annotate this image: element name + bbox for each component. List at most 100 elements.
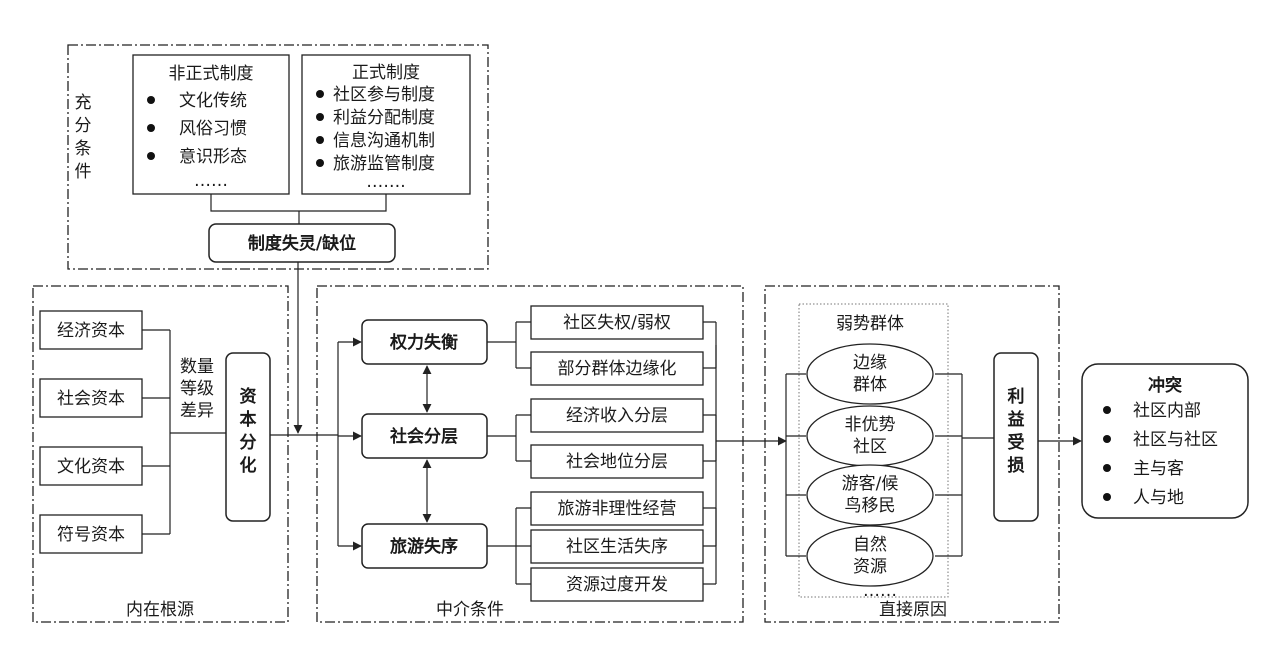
vulnerable-group-title: 弱势群体: [836, 314, 904, 334]
sub-box: 旅游非理性经营: [530, 491, 704, 526]
sub-label: 经济收入分层: [566, 406, 668, 426]
capital-differentiation-box: 资 本 分 化: [225, 352, 271, 522]
institution-merge-connector: [210, 194, 387, 224]
ellipse-label: 群体: [853, 375, 887, 395]
differentiation-char: 本: [240, 409, 257, 430]
sub-label: 部分群体边缘化: [558, 359, 677, 379]
ellipse-label: 非优势: [845, 415, 896, 435]
bullet-icon: [316, 90, 324, 98]
sub-box: 部分群体边缘化: [530, 351, 704, 386]
ellipse-marginal-group: 边缘 群体: [806, 343, 934, 405]
difference-label: 数量: [180, 357, 214, 377]
sufficient-label-char: 充: [75, 93, 92, 113]
bullet-icon: [316, 159, 324, 167]
harm-char: 受: [1008, 432, 1025, 453]
informal-item: 文化传统: [179, 91, 247, 111]
informal-institution-box: 非正式制度 文化传统 风俗习惯 意识形态 ……: [132, 54, 290, 195]
sub-box: 社会地位分层: [530, 444, 704, 479]
sufficient-label-char: 件: [75, 162, 92, 182]
power-sub-bracket: [487, 321, 717, 369]
sub-label: 资源过度开发: [566, 575, 668, 595]
harm-char: 益: [1008, 409, 1025, 430]
sub-label: 社会地位分层: [566, 452, 668, 472]
inner-root-section: 内在根源 经济资本 社会资本 文化资本 符号资本 数量 等级 差异 资 本 分: [32, 285, 289, 623]
direct-cause-section: 直接原因 弱势群体 边缘 群体 非优势 社区 游客/候 鸟移民 自然 资源 ……: [764, 285, 1060, 623]
mediating-label: 中介条件: [436, 600, 504, 620]
harm-char: 损: [1008, 455, 1025, 476]
difference-label: 等级: [180, 379, 214, 399]
bullet-icon: [147, 96, 155, 104]
formal-institution-box: 正式制度 社区参与制度 利益分配制度 信息沟通机制 旅游监管制度 …….: [301, 54, 471, 195]
bullet-icon: [147, 124, 155, 132]
conflict-item: 人与地: [1133, 488, 1184, 508]
ellipse-label: 游客/候: [842, 474, 899, 494]
node-label: 权力失衡: [389, 332, 458, 353]
ellipse-tourists-migrants: 游客/候 鸟移民: [806, 464, 934, 526]
sub-box: 资源过度开发: [530, 567, 704, 602]
bullet-icon: [1103, 435, 1111, 443]
sub-label: 旅游非理性经营: [558, 499, 677, 519]
formal-title: 正式制度: [352, 63, 420, 83]
vulnerable-left-bracket: [785, 373, 806, 557]
difference-label: 差异: [180, 401, 214, 421]
formal-item: 社区参与制度: [333, 85, 435, 105]
informal-item: 意识形态: [179, 147, 247, 167]
node-tourism-disorder: 旅游失序: [361, 523, 488, 569]
mediating-merge-connector: [715, 345, 743, 546]
capital-box-cultural: 文化资本: [39, 446, 143, 486]
interest-harm-box: 利 益 受 损: [993, 352, 1039, 522]
bullet-icon: [316, 113, 324, 121]
formal-item: 信息沟通机制: [333, 131, 435, 151]
conflict-item: 社区内部: [1133, 401, 1201, 421]
vulnerable-right-bracket: [935, 373, 994, 557]
capital-box-economic: 经济资本: [39, 310, 143, 350]
conflict-box: 冲突 社区内部 社区与社区 主与客 人与地: [1081, 363, 1249, 519]
ellipse-label: 边缘: [853, 353, 887, 373]
vulnerable-group-frame: [798, 303, 949, 598]
stratification-sub-bracket: [487, 414, 717, 462]
informal-title: 非正式制度: [169, 64, 254, 84]
informal-more: ……: [194, 171, 228, 191]
institution-failure-label: 制度失灵/缺位: [248, 233, 356, 254]
differentiation-char: 分: [240, 433, 257, 453]
capital-box-symbolic: 符号资本: [39, 514, 143, 554]
capital-box-social: 社会资本: [39, 378, 143, 418]
capital-label: 社会资本: [57, 389, 125, 409]
bullet-icon: [1103, 406, 1111, 414]
conflict-title: 冲突: [1148, 375, 1182, 396]
ellipse-label: 自然: [853, 535, 887, 555]
sub-label: 社区失权/弱权: [563, 313, 671, 333]
node-label: 社会分层: [389, 426, 458, 447]
bullet-icon: [1103, 464, 1111, 472]
sufficient-condition-label: 充 分 条 件: [75, 93, 92, 182]
direct-cause-label: 直接原因: [879, 600, 947, 620]
mediating-condition-section: 中介条件 权力失衡 社会分层 旅游失序 社区失权/弱权: [316, 285, 744, 623]
ellipse-label: 资源: [853, 557, 887, 577]
bullet-icon: [1103, 493, 1111, 501]
node-label: 旅游失序: [390, 536, 458, 557]
conflict-item: 社区与社区: [1133, 430, 1218, 450]
ellipse-label: 鸟移民: [845, 496, 896, 516]
bullet-icon: [316, 136, 324, 144]
ellipse-natural-resources: 自然 资源: [806, 525, 934, 587]
sufficient-label-char: 分: [75, 116, 92, 136]
informal-item: 风俗习惯: [179, 119, 247, 139]
formal-more: …….: [366, 172, 405, 192]
node-social-stratification: 社会分层: [361, 413, 488, 459]
institution-failure-box: 制度失灵/缺位: [208, 223, 396, 263]
sufficient-condition-frame: [67, 44, 489, 270]
differentiation-char: 资: [240, 386, 257, 407]
capital-label: 符号资本: [57, 525, 125, 545]
differentiation-char: 化: [240, 455, 257, 476]
sub-box: 经济收入分层: [530, 398, 704, 433]
sub-box: 社区生活失序: [530, 529, 704, 564]
bullet-icon: [147, 152, 155, 160]
capital-merge-connector: [142, 329, 226, 535]
sub-box: 社区失权/弱权: [530, 305, 704, 340]
ellipse-non-advantaged-community: 非优势 社区: [806, 405, 934, 467]
mediating-condition-frame: [316, 285, 744, 623]
sub-label: 社区生活失序: [566, 537, 668, 557]
capital-label: 文化资本: [57, 457, 125, 477]
sufficient-condition-section: 充 分 条 件 非正式制度 文化传统 风俗习惯 意识形态 …… 正式制度 社区参…: [67, 44, 489, 270]
